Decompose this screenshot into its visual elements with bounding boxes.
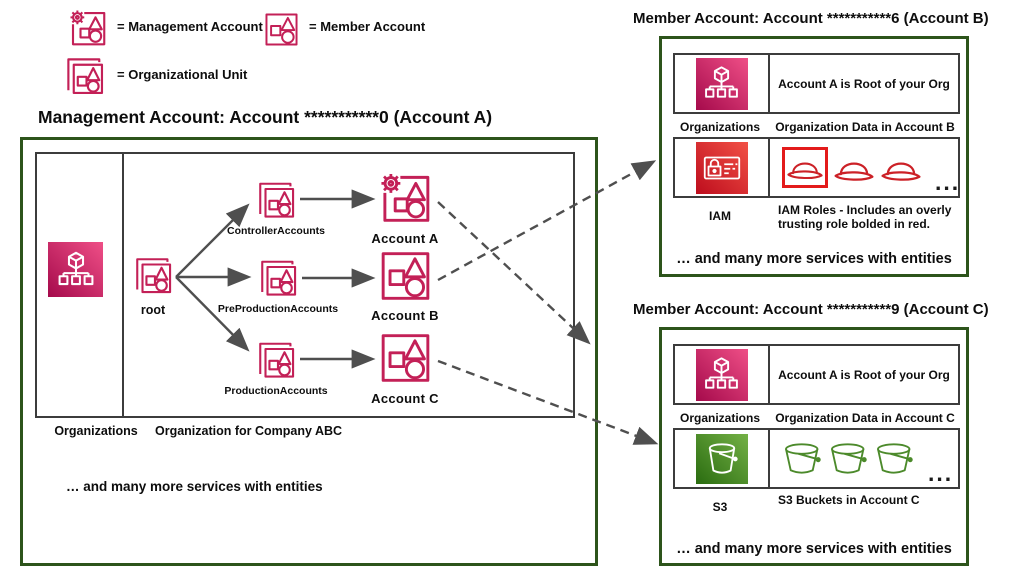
productionaccounts-label: ProductionAccounts bbox=[224, 385, 328, 397]
b-org-caption: Organization Data in Account B bbox=[775, 120, 955, 134]
c-s3-label: S3 bbox=[712, 500, 728, 514]
c-org-content: Account A is Root of your Org bbox=[778, 367, 950, 382]
organizations-service-icon bbox=[695, 57, 748, 110]
organization-inner-box: root ControllerAccounts PreProductionAcc… bbox=[35, 152, 575, 418]
management-account-icon bbox=[68, 8, 108, 48]
c-s3-caption: S3 Buckets in Account C bbox=[778, 493, 920, 507]
c-organizations-label: Organizations bbox=[679, 411, 761, 425]
s3-bucket-icon bbox=[874, 442, 915, 475]
b-iam-row: ... bbox=[673, 137, 960, 198]
iam-role-icon bbox=[880, 151, 922, 185]
preproductionaccounts-ou-icon bbox=[257, 255, 299, 300]
controlleraccounts-ou-icon bbox=[255, 177, 297, 222]
overly-trusting-role-highlight bbox=[782, 147, 828, 188]
account-c-label: Account C bbox=[371, 391, 439, 406]
account-c-icon bbox=[378, 329, 433, 387]
s3-bucket-icon bbox=[782, 442, 823, 475]
b-org-content: Account A is Root of your Org bbox=[778, 76, 950, 91]
member-account-b-title: Member Account: Account ***********6 (Ac… bbox=[633, 10, 989, 27]
iam-service-icon bbox=[695, 141, 748, 194]
s3-service-icon bbox=[695, 433, 748, 484]
management-more-services: … and many more services with entities bbox=[66, 479, 323, 494]
member-account-icon bbox=[263, 11, 300, 48]
management-account-box: root ControllerAccounts PreProductionAcc… bbox=[20, 137, 598, 566]
productionaccounts-ou-icon bbox=[255, 337, 297, 382]
b-iam-label: IAM bbox=[709, 209, 731, 223]
member-account-c-title: Member Account: Account ***********9 (Ac… bbox=[633, 301, 989, 318]
management-account-title: Management Account: Account ***********0… bbox=[38, 107, 493, 127]
member-account-b-box: Account A is Root of your Org Organizati… bbox=[659, 36, 969, 277]
account-b-icon bbox=[378, 246, 433, 306]
root-ou-icon bbox=[132, 252, 174, 298]
legend-management-label: = Management Account bbox=[117, 19, 263, 34]
controlleraccounts-label: ControllerAccounts bbox=[226, 225, 326, 237]
organization-caption: Organization for Company ABC bbox=[155, 424, 343, 438]
account-a-label: Account A bbox=[371, 231, 439, 246]
account-a-icon bbox=[378, 169, 433, 227]
root-label: root bbox=[140, 303, 166, 317]
account-b-label: Account B bbox=[371, 308, 439, 323]
c-org-caption: Organization Data in Account C bbox=[775, 411, 955, 425]
member-account-c-box: Account A is Root of your Org Organizati… bbox=[659, 327, 969, 566]
c-s3-row: ... bbox=[673, 428, 960, 489]
c-organizations-row: Account A is Root of your Org bbox=[673, 344, 960, 405]
s3-bucket-icon bbox=[828, 442, 869, 475]
b-iam-caption: IAM Roles - Includes an overly trusting … bbox=[778, 203, 952, 232]
organizations-service-label: Organizations bbox=[54, 424, 138, 438]
legend-member-label: = Member Account bbox=[309, 19, 426, 34]
iam-role-icon bbox=[833, 151, 875, 185]
b-organizations-row: Account A is Root of your Org bbox=[673, 53, 960, 114]
b-more-services: … and many more services with entities bbox=[676, 251, 952, 267]
iam-role-icon bbox=[786, 152, 824, 183]
organizational-unit-icon bbox=[63, 54, 106, 97]
c-more-services: … and many more services with entities bbox=[676, 541, 952, 557]
organizations-service-icon bbox=[48, 242, 103, 297]
legend-ou-label: = Organizational Unit bbox=[117, 67, 248, 82]
organizations-service-icon bbox=[695, 348, 748, 401]
organizations-cell-divider bbox=[37, 154, 124, 416]
preproductionaccounts-label: PreProductionAccounts bbox=[217, 303, 339, 315]
b-organizations-label: Organizations bbox=[679, 120, 761, 134]
